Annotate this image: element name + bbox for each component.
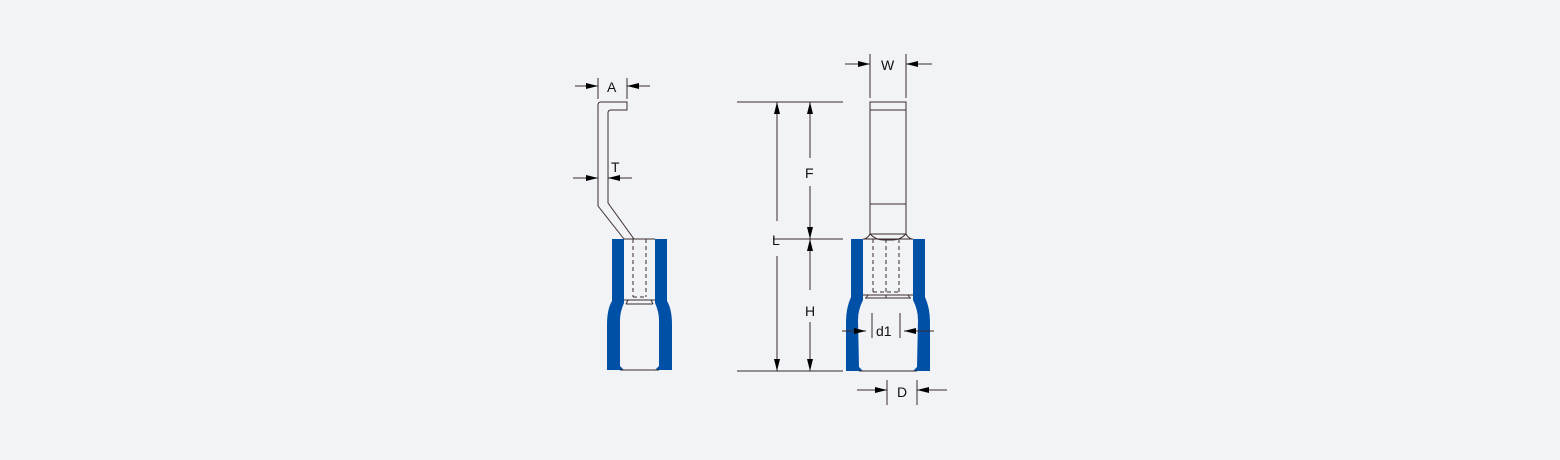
sleeve-left-wall [607, 239, 624, 370]
dimension-d: D [857, 380, 947, 405]
label-w: W [881, 57, 895, 73]
label-t: T [611, 159, 620, 175]
sleeve-right-wall [913, 239, 930, 371]
front-view: W d1 D [842, 54, 947, 405]
dimension-d1: d1 [842, 313, 934, 339]
label-l: L [772, 232, 780, 248]
blade-profile [597, 101, 635, 240]
label-d1: d1 [876, 323, 892, 339]
label-f: F [805, 165, 814, 181]
dimension-t: T [573, 159, 632, 181]
dimension-a: A [575, 78, 650, 99]
length-dimensions: L F H [737, 101, 843, 372]
label-a: A [607, 79, 617, 95]
sleeve-right-wall [655, 239, 672, 370]
label-h: H [805, 303, 815, 319]
label-d: D [897, 384, 907, 400]
sleeve-left-wall [846, 239, 863, 371]
side-view: A T [573, 78, 672, 371]
dimension-w: W [845, 54, 932, 98]
